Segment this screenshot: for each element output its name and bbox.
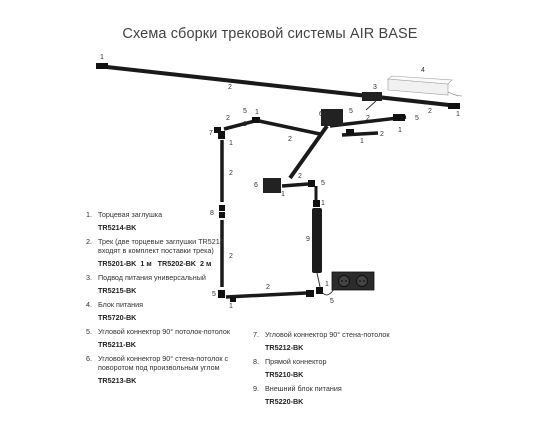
legend-item-9: 9. Внешний блок питания TR5220-BK xyxy=(253,384,413,406)
callout-2: 2 xyxy=(229,170,233,177)
top-track xyxy=(96,63,460,109)
callout-2: 2 xyxy=(380,131,384,138)
legend-code: TR5212-BK xyxy=(265,343,304,352)
callout-5: 5 xyxy=(349,108,353,115)
legend-item-3: 3. Подвод питания универсальный TR5215-BK xyxy=(86,273,236,295)
callout-numbers: 1 2 3 4 1 2 5 1 2 2 1 5 6 2 1 5 1 2 7 1 … xyxy=(100,54,460,310)
legend-code: TR5210-BK xyxy=(265,370,304,379)
legend-code: TR5720-BK xyxy=(98,313,137,322)
legend-num: 3. xyxy=(86,273,92,282)
wall-socket xyxy=(321,271,375,296)
callout-1: 1 xyxy=(325,281,329,288)
callout-1: 1 xyxy=(243,121,247,128)
callout-2: 2 xyxy=(428,108,432,115)
left-vertical-track xyxy=(218,131,225,298)
callout-1: 1 xyxy=(229,303,233,310)
legend-num: 9. xyxy=(253,384,259,393)
legend-num: 1. xyxy=(86,210,92,219)
legend-item-1: 1. Торцевая заглушка TR5214-BK xyxy=(86,210,236,232)
wall-ceiling-connector-lower xyxy=(263,178,315,193)
legend-num: 4. xyxy=(86,300,92,309)
legend-text: Блок питания xyxy=(98,300,144,309)
callout-5: 5 xyxy=(330,298,334,305)
callout-2: 2 xyxy=(366,115,370,122)
legend-num: 8. xyxy=(253,357,259,366)
legend-code: TR5211-BK xyxy=(98,340,136,349)
callout-4: 4 xyxy=(421,67,425,74)
callout-9: 9 xyxy=(306,236,310,243)
legend-item-2: 2. Трек (две торцевые заглушки TR5214 вхо… xyxy=(86,237,236,268)
callout-2: 2 xyxy=(228,84,232,91)
diagram-title: Схема сборки трековой системы AIR BASE xyxy=(122,26,418,42)
legend-text: Торцевая заглушка xyxy=(98,210,163,219)
callout-6: 6 xyxy=(254,182,258,189)
legend-left: 1. Торцевая заглушка TR5214-BK 2. Трек (дв… xyxy=(86,210,236,390)
callout-1: 1 xyxy=(360,138,364,145)
callout-1: 1 xyxy=(255,109,259,116)
legend-code: TR5215-BK xyxy=(98,286,137,295)
callout-7: 7 xyxy=(209,130,213,137)
callout-1: 1 xyxy=(281,191,285,198)
legend-item-6: 6. Угловой коннектор 90° стена-потолок с … xyxy=(86,354,236,385)
callout-1: 1 xyxy=(100,54,104,61)
legend-text: Внешний блок питания xyxy=(265,384,342,393)
right-vertical-track xyxy=(312,186,323,294)
callout-5: 5 xyxy=(415,115,419,122)
legend-num: 6. xyxy=(86,354,92,363)
callout-2: 2 xyxy=(229,253,233,260)
legend-text: Прямой коннектор xyxy=(265,357,327,366)
callout-1: 1 xyxy=(398,127,402,134)
legend-num: 2. xyxy=(86,237,92,246)
callout-5: 5 xyxy=(243,108,247,115)
lower-track xyxy=(225,290,314,302)
callout-5: 5 xyxy=(321,180,325,187)
legend-item-8: 8. Прямой коннектор TR5210-BK xyxy=(253,357,413,379)
callout-2: 2 xyxy=(288,136,292,143)
legend-item-7: 7. Угловой коннектор 90° стена-потолок TR… xyxy=(253,330,413,352)
legend-code: TR5202-BK 2 м xyxy=(157,259,212,268)
legend-item-5: 5.Угловой коннектор 90° потолок-потолок … xyxy=(86,327,236,349)
legend-item-4: 4. Блок питания TR5720-BK xyxy=(86,300,236,322)
legend-text: Подвод питания универсальный xyxy=(98,273,206,282)
power-feed-connector xyxy=(362,92,382,101)
external-power-supply xyxy=(312,208,322,273)
callout-5: 5 xyxy=(212,291,216,298)
legend-text: Трек (две торцевые заглушки TR5214 входя… xyxy=(98,237,224,255)
wall-ceiling-connector-upper xyxy=(288,109,343,180)
callout-8: 8 xyxy=(210,210,214,217)
legend-code: TR5214-BK xyxy=(98,223,137,232)
legend-code: TR5201-BK 1 м xyxy=(98,259,152,268)
legend-num: 5. xyxy=(86,327,92,336)
callout-2: 2 xyxy=(226,115,230,122)
legend-text: Угловой коннектор 90° стена-потолок с по… xyxy=(98,354,229,372)
callout-6: 6 xyxy=(319,111,323,118)
legend-code: TR5213-BK xyxy=(98,376,137,385)
legend-num: 7. xyxy=(253,330,259,339)
power-supply-block xyxy=(387,75,463,97)
callout-1: 1 xyxy=(229,140,233,147)
legend-text: Угловой коннектор 90° стена-потолок xyxy=(265,330,390,339)
end-cap-top-left xyxy=(96,63,108,69)
legend-text: Угловой коннектор 90° потолок-потолок xyxy=(98,327,230,336)
end-cap-top-right xyxy=(448,103,460,109)
callout-1: 1 xyxy=(321,200,325,207)
callout-1: 1 xyxy=(456,111,460,118)
callout-2: 2 xyxy=(298,173,302,180)
callout-3: 3 xyxy=(373,84,377,91)
legend-right: 7. Угловой коннектор 90° стена-потолок TR… xyxy=(253,330,413,411)
callout-2: 2 xyxy=(266,284,270,291)
legend-code: TR5220-BK xyxy=(265,397,304,406)
